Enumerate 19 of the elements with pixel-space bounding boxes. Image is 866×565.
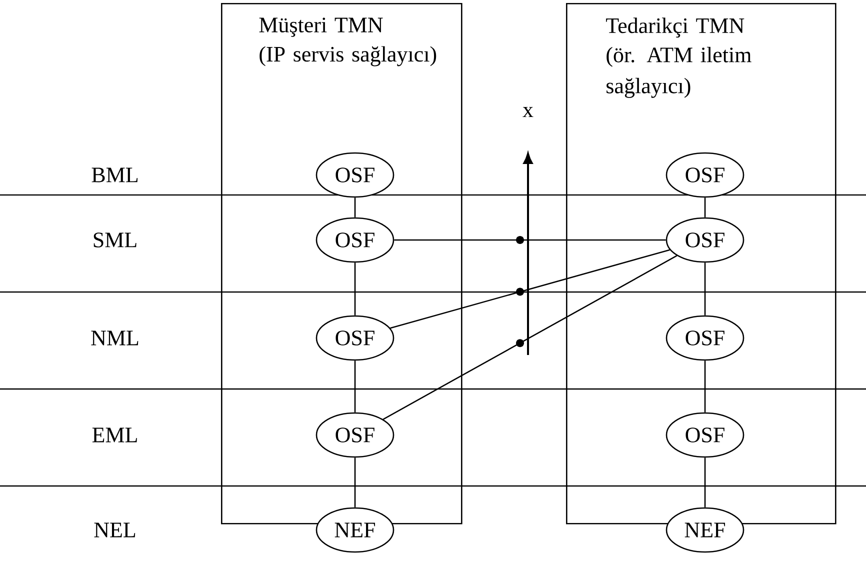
reference-point-label: x bbox=[522, 106, 534, 118]
node-label: NEF bbox=[684, 522, 726, 538]
node-label: NEF bbox=[334, 522, 375, 538]
connector-line bbox=[354, 458, 356, 508]
connector-line bbox=[382, 255, 678, 420]
layer-label: SML bbox=[94, 232, 136, 248]
connector-line bbox=[354, 360, 356, 412]
connector-line bbox=[390, 249, 670, 329]
connector-line bbox=[704, 198, 706, 218]
layer-label: NML bbox=[91, 330, 138, 346]
connector-line bbox=[704, 360, 706, 412]
connector-line bbox=[394, 239, 666, 241]
connector-line bbox=[354, 198, 356, 218]
layer-label: BML bbox=[92, 168, 138, 182]
connector-line bbox=[704, 458, 706, 508]
connector-line bbox=[354, 262, 356, 316]
layer-label: NEL bbox=[94, 522, 136, 538]
layer-label: EML bbox=[92, 428, 137, 442]
connector-line bbox=[704, 262, 706, 316]
